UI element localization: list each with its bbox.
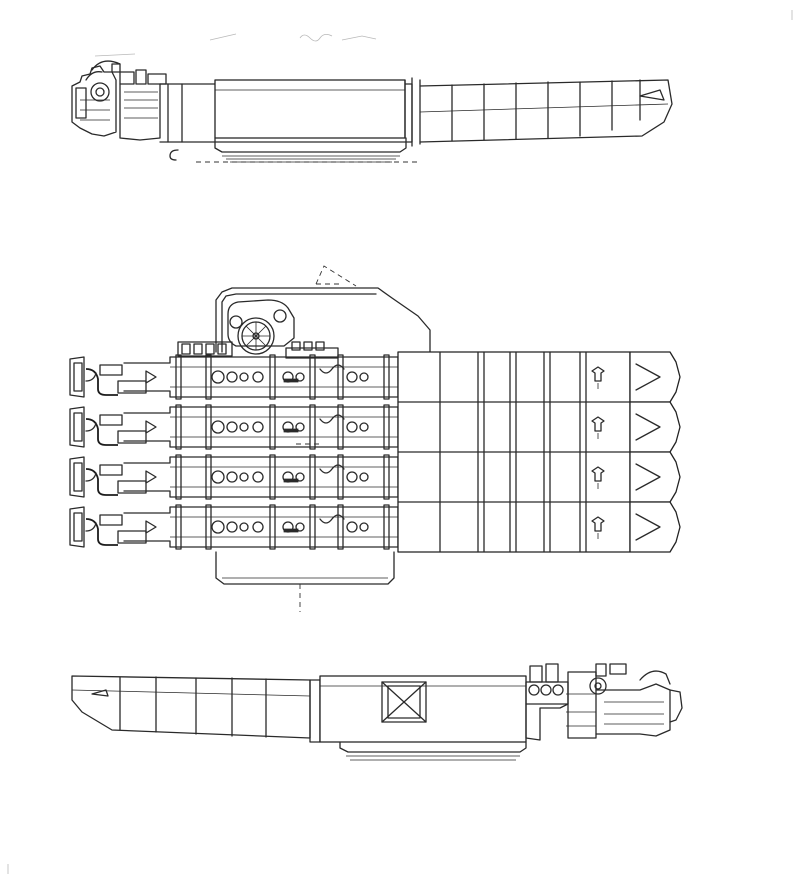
plan-view <box>69 265 681 612</box>
torpedo-tube <box>69 354 399 400</box>
torpedo-tube <box>69 504 399 550</box>
gear-wheel <box>227 299 295 355</box>
muzzle-bank <box>591 351 681 553</box>
muzzle <box>591 451 681 503</box>
tapered-barrel <box>419 79 673 143</box>
tube-bank <box>69 354 399 550</box>
turntable-base-bottom <box>339 741 527 761</box>
torpedo-tube <box>69 404 399 450</box>
training-frame <box>215 265 431 353</box>
faint-scan-marks <box>94 33 377 57</box>
tube-body-bottom <box>309 675 527 743</box>
breech-assembly-bottom <box>525 663 683 741</box>
tapered-barrel-left <box>71 675 311 739</box>
lower-frame <box>215 551 395 612</box>
top-elevation-view <box>71 60 673 163</box>
barrel-grid <box>397 351 631 553</box>
muzzle <box>591 351 681 403</box>
tube-body <box>159 77 421 147</box>
bottom-elevation-view <box>71 663 683 761</box>
valve-block <box>177 341 339 359</box>
turntable-base <box>169 137 420 163</box>
torpedo-tube <box>69 454 399 500</box>
breech-assembly <box>71 60 167 141</box>
muzzle <box>591 501 681 553</box>
